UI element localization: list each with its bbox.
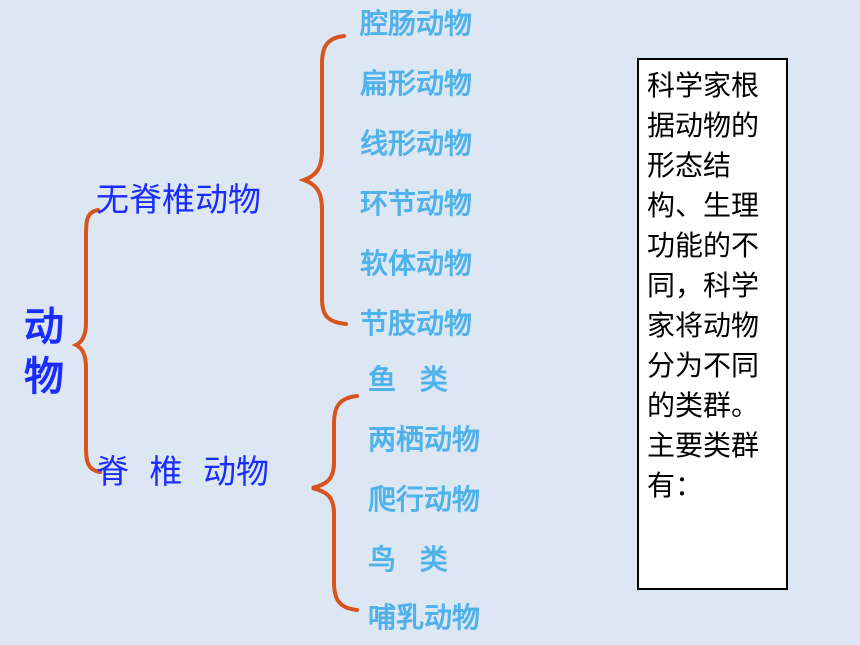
root-label: 动物: [24, 304, 64, 400]
leaf-item: 鱼 类: [368, 363, 448, 396]
branch-invertebrates: 无脊椎动物: [96, 180, 261, 219]
leaf-item: 两栖动物: [368, 423, 481, 456]
leaf-item: 鸟 类: [368, 543, 448, 576]
brace-vertebrates: [311, 394, 359, 612]
note-text: 科学家根据动物的形态结构、生理功能的不同，科学家将动物分为不同的类群。主要类群有…: [647, 69, 760, 502]
leaf-item: 哺乳动物: [368, 601, 481, 634]
brace-root: [71, 208, 102, 474]
leaf-item: 线形动物: [360, 127, 473, 160]
leaf-item: 环节动物: [360, 187, 473, 220]
brace-invertebrates: [298, 34, 348, 326]
leaf-item: 软体动物: [360, 247, 473, 280]
note-box: 科学家根据动物的形态结构、生理功能的不同，科学家将动物分为不同的类群。主要类群有…: [637, 58, 788, 590]
leaf-item: 节肢动物: [360, 307, 473, 340]
leaf-item: 扁形动物: [360, 67, 473, 100]
leaf-item: 腔肠动物: [360, 7, 473, 40]
branch-vertebrates: 脊 椎 动物: [96, 452, 269, 491]
leaf-item: 爬行动物: [368, 483, 481, 516]
